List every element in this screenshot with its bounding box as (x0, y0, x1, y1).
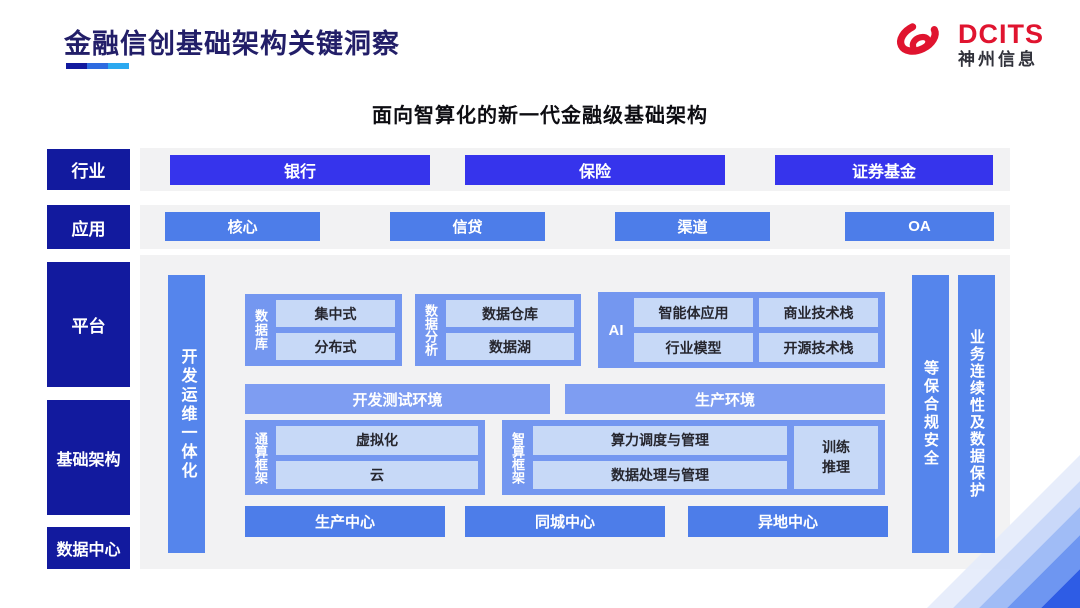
general-computing-framework-group: 通算框架 虚拟化 云 (245, 420, 485, 495)
cloud: 云 (276, 460, 478, 489)
application-channel: 渠道 (615, 212, 770, 241)
ai-commercial-stack: 商业技术栈 (759, 298, 878, 327)
database-group: 数据库 集中式 分布式 (245, 294, 402, 366)
sidebar-item-infrastructure: 基础架构 (47, 400, 130, 515)
industry-bank: 银行 (170, 155, 430, 185)
data-warehouse: 数据仓库 (446, 300, 574, 327)
logo-company-text: 神州信息 (958, 50, 1038, 69)
industry-insurance: 保险 (465, 155, 725, 185)
logo-brand-text: DCITS (958, 19, 1044, 49)
devops-bar-label: 开发运维一体化 (178, 347, 196, 481)
security-compliance-vertical-bar: 等保合规安全 (912, 275, 949, 553)
sidebar-item-datacenter: 数据中心 (47, 527, 130, 569)
production-center: 生产中心 (245, 506, 445, 537)
application-oa: OA (845, 212, 994, 241)
intelligent-computing-framework-group: 智算框架 算力调度与管理 数据处理与管理 训练推理 (502, 420, 885, 495)
training-inference: 训练推理 (794, 426, 878, 489)
application-credit: 信贷 (390, 212, 545, 241)
business-continuity-label: 业务连续性及数据保护 (968, 329, 985, 499)
sidebar-item-platform: 平台 (47, 262, 130, 387)
ai-industry-models: 行业模型 (634, 333, 753, 362)
diagram-title: 面向智算化的新一代金融级基础架构 (372, 105, 708, 127)
production-environment-bar: 生产环境 (565, 384, 885, 414)
data-lake: 数据湖 (446, 333, 574, 360)
data-analysis-group: 数据分析 数据仓库 数据湖 (415, 294, 581, 366)
remote-center: 异地中心 (688, 506, 888, 537)
ai-group-label: AI (608, 321, 624, 339)
intelligent-framework-label: 智算框架 (510, 431, 525, 484)
data-processing-management: 数据处理与管理 (533, 460, 787, 489)
dcits-swirl-icon (891, 16, 949, 73)
database-group-label: 数据库 (253, 309, 268, 351)
title-underline (66, 63, 129, 69)
dev-test-environment-bar: 开发测试环境 (245, 384, 550, 414)
business-continuity-vertical-bar: 业务连续性及数据保护 (958, 275, 995, 553)
same-city-center: 同城中心 (465, 506, 665, 537)
virtualization: 虚拟化 (276, 426, 478, 455)
devops-vertical-bar: 开发运维一体化 (168, 275, 205, 553)
industry-securities-funds: 证券基金 (775, 155, 993, 185)
application-core: 核心 (165, 212, 320, 241)
database-distributed: 分布式 (276, 333, 395, 360)
general-framework-label: 通算框架 (253, 431, 268, 484)
sidebar-item-industry: 行业 (47, 149, 130, 190)
ai-open-source-stack: 开源技术栈 (759, 333, 878, 362)
compute-scheduling-management: 算力调度与管理 (533, 426, 787, 455)
page-title: 金融信创基础架构关键洞察 (64, 29, 400, 59)
database-centralized: 集中式 (276, 300, 395, 327)
data-analysis-group-label: 数据分析 (423, 304, 438, 356)
security-compliance-label: 等保合规安全 (922, 360, 939, 468)
sidebar-item-application: 应用 (47, 205, 130, 249)
ai-group: AI 智能体应用 商业技术栈 行业模型 开源技术栈 (598, 292, 885, 368)
logo: DCITS 神州信息 (891, 16, 1044, 73)
ai-agent-apps: 智能体应用 (634, 298, 753, 327)
